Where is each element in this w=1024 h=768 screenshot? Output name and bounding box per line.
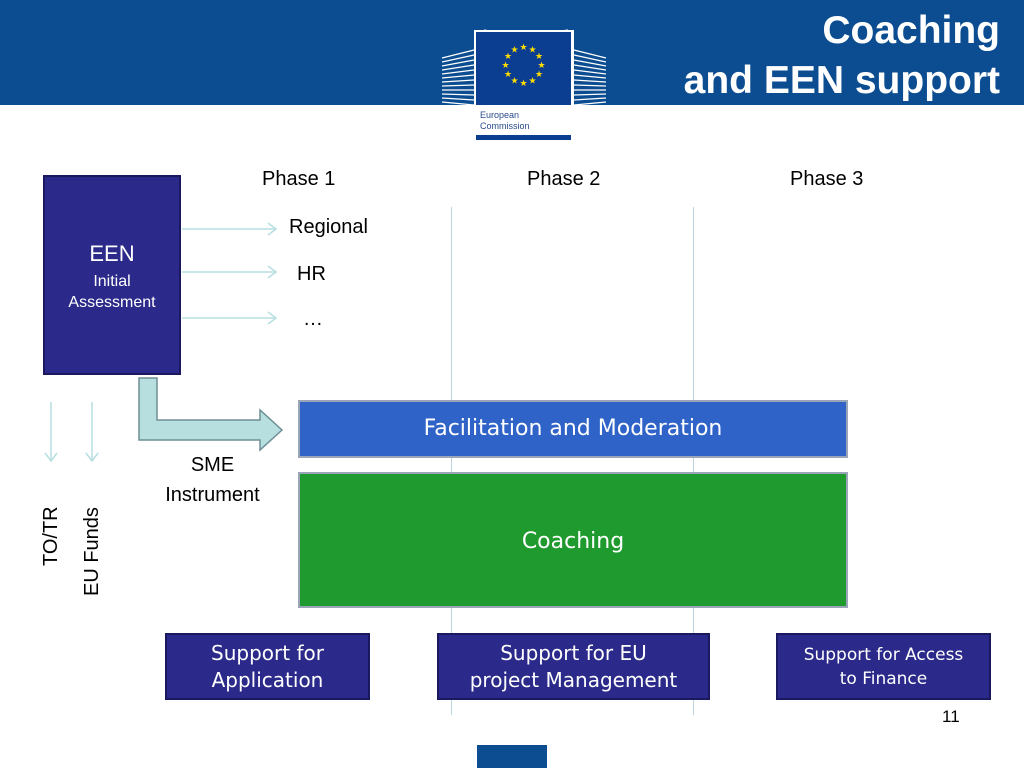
branch-regional: Regional: [289, 216, 368, 238]
een-title: EEN: [89, 241, 135, 266]
slide-title: Coaching and EEN support: [684, 6, 1000, 106]
svg-text:★: ★: [504, 70, 512, 80]
phase-3-label: Phase 3: [790, 168, 864, 190]
svg-text:★: ★: [510, 77, 518, 87]
een-subtitle: Initial Assessment: [45, 271, 179, 313]
logo-text: European Commission: [480, 110, 530, 132]
svg-text:★: ★: [519, 43, 527, 53]
svg-text:★: ★: [504, 52, 512, 62]
eu-stars: ★★★ ★★★ ★★★ ★★★: [501, 43, 545, 89]
support-application-line2: Application: [211, 667, 324, 692]
een-subtitle-line1: Initial: [93, 273, 131, 290]
svg-text:★: ★: [528, 46, 536, 56]
arrow-to-tr-head: [44, 452, 58, 463]
sme-instrument-line1: SME: [190, 454, 235, 476]
sme-instrument-label: SME Instrument: [150, 450, 275, 510]
arrow-regional-head: [267, 222, 278, 236]
support-eu-project-line1: Support for EU: [500, 640, 647, 665]
coaching-bar: Coaching: [298, 472, 848, 608]
svg-text:★: ★: [535, 52, 543, 62]
svg-text:★: ★: [537, 61, 545, 71]
support-application-line1: Support for: [211, 640, 324, 665]
support-access-finance-line2: to Finance: [839, 668, 928, 689]
support-application-box: Support for Application: [165, 633, 370, 700]
arrow-hr-head: [267, 265, 278, 279]
svg-text:★: ★: [535, 70, 543, 80]
slide-title-line2: and EEN support: [683, 59, 1000, 102]
svg-text:★: ★: [501, 61, 509, 71]
european-commission-logo: ★★★ ★★★ ★★★ ★★★ European Commission: [440, 28, 608, 143]
support-eu-project-line2: project Management: [469, 667, 678, 692]
footer-block: [477, 745, 547, 768]
branch-more: …: [303, 308, 323, 330]
facilitation-moderation-bar: Facilitation and Moderation: [298, 400, 848, 458]
een-subtitle-line2: Assessment: [68, 294, 156, 311]
support-eu-project-management-box: Support for EU project Management: [437, 633, 710, 700]
support-access-finance-line1: Support for Access: [803, 644, 964, 665]
support-access-finance-box: Support for Access to Finance: [776, 633, 991, 700]
logo-bar: [476, 135, 571, 140]
page-number: 11: [942, 707, 960, 726]
phase-1-label: Phase 1: [262, 168, 336, 190]
eu-flag-icon: ★★★ ★★★ ★★★ ★★★: [476, 32, 571, 105]
arrow-eu-funds-head: [85, 452, 99, 463]
sme-instrument-line2: Instrument: [165, 484, 260, 506]
logo-text-line2: Commission: [480, 121, 530, 131]
een-initial-assessment-box: EEN Initial Assessment: [43, 175, 181, 375]
phase-2-label: Phase 2: [527, 168, 601, 190]
svg-text:★: ★: [510, 46, 518, 56]
arrow-sme-instrument: [138, 377, 284, 452]
arrow-more-head: [267, 311, 278, 325]
phase-divider-2: [693, 207, 694, 715]
logo-text-line1: European: [480, 110, 520, 120]
phase-divider-1: [451, 207, 452, 715]
eu-funds-label: EU Funds: [81, 507, 103, 596]
slide-title-line1: Coaching: [822, 9, 1000, 52]
branch-hr: HR: [297, 263, 326, 285]
svg-text:★: ★: [519, 79, 527, 89]
logo-building-lines: [441, 29, 607, 106]
svg-text:★: ★: [528, 77, 536, 87]
to-tr-label: TO/TR: [40, 506, 62, 566]
